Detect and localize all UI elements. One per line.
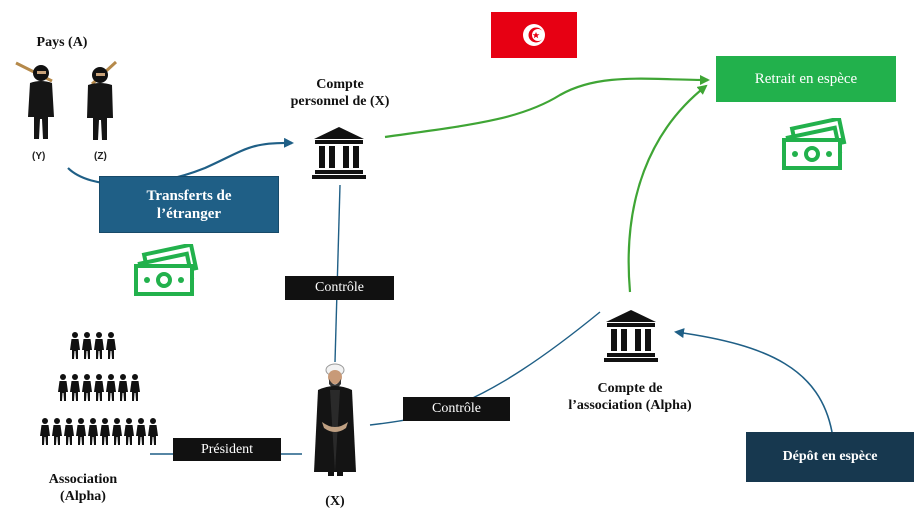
person-x-label: (X) [325,494,345,509]
association-account-line2: l’association (Alpha) [568,398,692,413]
withdrawal-arrow-1 [384,74,710,139]
control-right-box: Contrôle [403,397,510,421]
association-label: Association (Alpha) [28,471,138,505]
control-top-label: Contrôle [315,280,364,295]
personal-account-line1: Compte [316,77,364,92]
person-z-icon [72,58,122,149]
withdrawal-box: Retrait en espèce [716,56,896,102]
cash-icon [780,116,852,177]
cash-icon [132,242,204,303]
withdrawal-label: Retrait en espèce [754,70,858,87]
withdrawal-arrow-2 [627,84,708,293]
control-top-box: Contrôle [285,276,394,300]
tunisia-flag-icon [491,12,577,63]
personal-account-line2: personnel de (X) [290,94,390,109]
deposit-label: Dépôt en espèce [782,449,878,464]
association-line2: (Alpha) [60,489,106,504]
deposit-arrow [674,328,833,433]
crowd-icon [40,330,160,460]
person-z-label: (Z) [94,151,107,162]
person-y-icon [14,55,64,148]
transfer-arrow [67,137,294,186]
transfers-line2: l’étranger [156,205,222,222]
bank-icon [604,308,658,367]
association-account-line1: Compte de [597,381,663,396]
control-line-top [334,184,341,363]
deposit-box: Dépôt en espèce [746,432,914,482]
association-line1: Association [48,472,118,487]
country-label: Pays (A) [36,35,88,50]
president-label: Président [200,441,254,457]
personal-account-label: Compte personnel de (X) [270,76,410,110]
president-box: Président [173,438,281,461]
transfers-line1: Transferts de [146,187,232,204]
association-account-label: Compte de l’association (Alpha) [540,380,720,414]
control-right-label: Contrôle [432,401,481,416]
person-x-icon [300,362,370,485]
bank-icon [312,125,366,184]
person-y-label: (Y) [32,151,46,162]
transfers-box: Transferts de l’étranger [99,176,279,233]
